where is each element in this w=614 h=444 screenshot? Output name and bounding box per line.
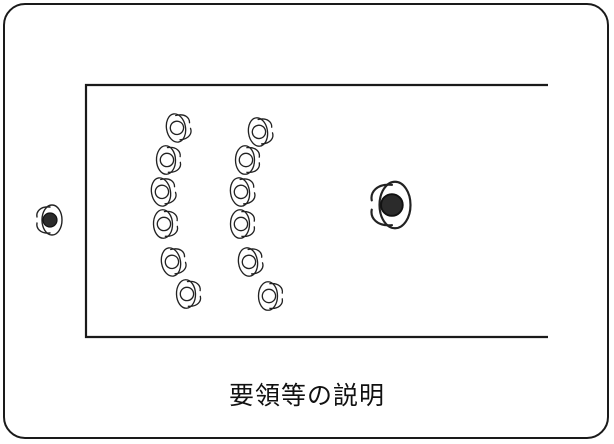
diagram-caption: 要領等の説明 [228,381,385,410]
student-figure [150,177,177,207]
student-figure [229,177,256,207]
student-figure [234,145,261,175]
student-figure [155,145,182,175]
student-figure [229,209,256,239]
student-figure [160,247,187,277]
instructor-figure [370,180,412,230]
diagram-frame [3,3,609,439]
student-figure [237,247,264,277]
student-figure [165,113,192,143]
student-figure [247,117,274,147]
room-outline [84,83,548,339]
student-figure [152,209,179,239]
student-figure [175,279,202,309]
student-figure [257,281,284,311]
observer-figure [36,204,63,236]
